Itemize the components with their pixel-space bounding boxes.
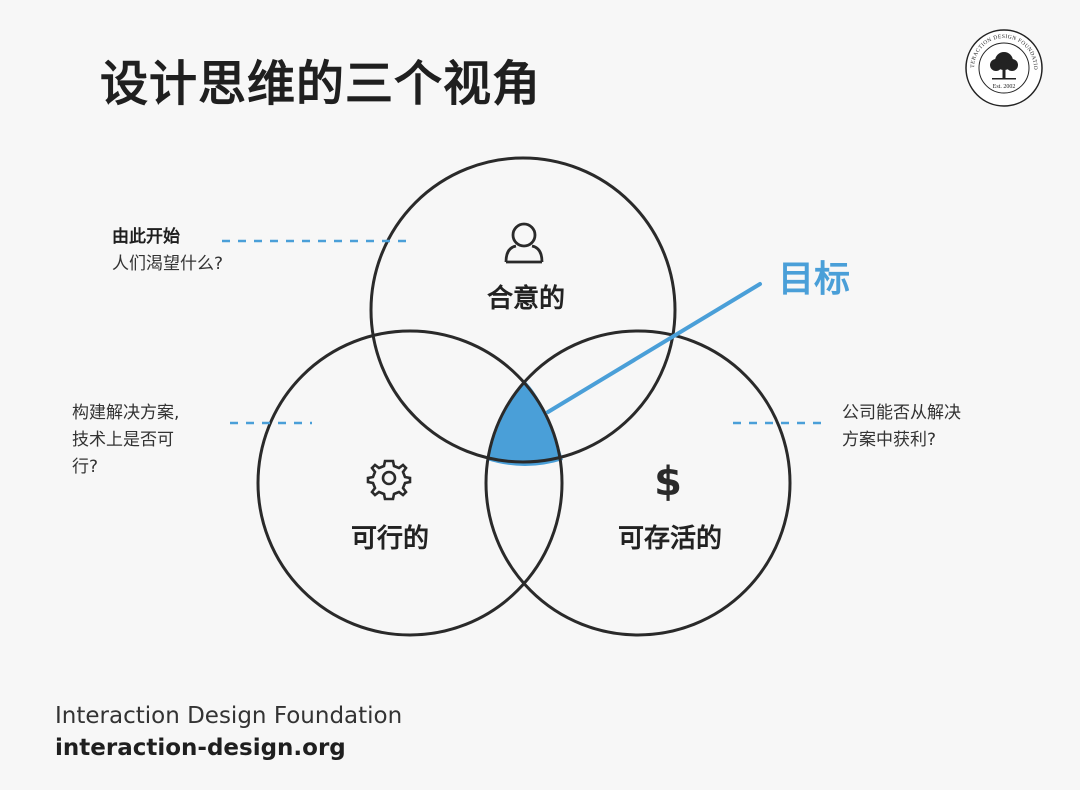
gear-icon [366, 459, 412, 501]
label-desirable: 合意的 [486, 284, 565, 314]
annotation-right: 公司能否从解决 方案中获利? [842, 400, 992, 454]
tree-icon [990, 52, 1018, 80]
annotation-left-line1: 构建解决方案, [72, 403, 180, 423]
logo-est: Est. 2002 [993, 84, 1016, 90]
annotation-top-lead: 由此开始 [112, 227, 180, 247]
annotation-top-text: 人们渴望什么? [112, 254, 224, 274]
footer-org: Interaction Design Foundation [55, 703, 403, 729]
label-feasible: 可行的 [350, 524, 429, 554]
goal-pointer-line [546, 282, 762, 414]
annotation-right-line2: 方案中获利? [842, 430, 937, 450]
annotation-left-line3: 行? [72, 457, 99, 477]
footer-url[interactable]: interaction-design.org [55, 735, 346, 761]
annotation-left: 构建解决方案, 技术上是否可 行? [72, 400, 202, 481]
dollar-icon: $ [654, 459, 682, 505]
annotation-right-line1: 公司能否从解决 [842, 403, 961, 423]
circle-viable [484, 329, 792, 637]
circle-desirable [369, 156, 677, 464]
goal-region [487, 381, 563, 466]
page-title: 设计思维的三个视角 [100, 56, 542, 112]
footer: Interaction Design Foundation interactio… [55, 700, 402, 764]
annotation-top: 由此开始 人们渴望什么? [112, 224, 223, 278]
label-viable: 可存活的 [617, 524, 722, 554]
logo: INTERACTION DESIGN FOUNDATION Est. 2002 [964, 28, 1043, 107]
circle-feasible [256, 329, 564, 637]
annotation-left-line2: 技术上是否可 [72, 430, 174, 450]
user-icon [504, 222, 544, 264]
goal-label: 目标 [778, 259, 851, 300]
